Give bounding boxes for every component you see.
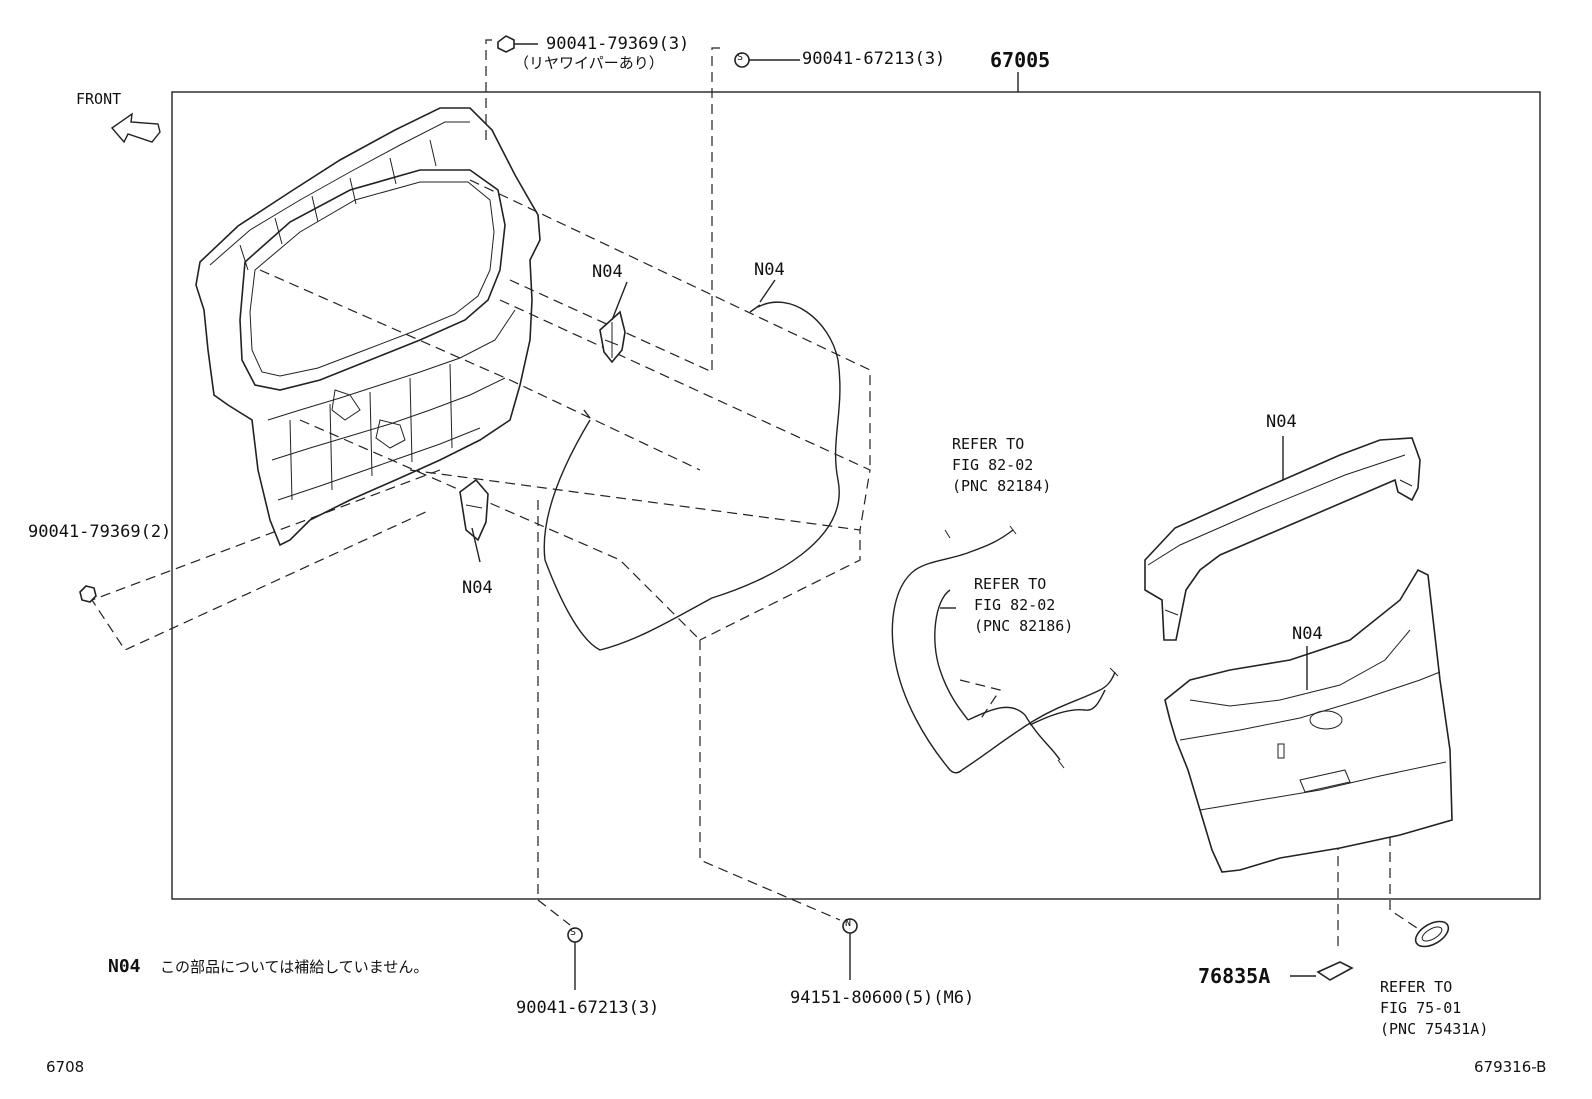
bracket-lower: [459, 478, 489, 542]
emblem: [1414, 920, 1450, 948]
front-arrow-icon: [110, 112, 161, 144]
spoiler: [1144, 437, 1421, 641]
screw-bottom-symbol: S: [570, 927, 577, 938]
screw-top-part-number[interactable]: 90041-67213(3): [802, 49, 946, 69]
bolt-top-part-number[interactable]: 90041-79369(3): [546, 34, 690, 54]
note-text: この部品については補給していません。: [160, 958, 429, 976]
nut-bottom-part-number[interactable]: 94151-80600(5)(M6): [790, 988, 975, 1008]
wire-harness: [891, 525, 1119, 774]
note-code: N04: [108, 956, 141, 977]
cable-loop: [543, 301, 841, 651]
n04-label-spoiler: N04: [1266, 412, 1297, 432]
screw-bottom-icon: [567, 927, 583, 990]
refer-75431a-line3[interactable]: (PNC 75431A): [1380, 1020, 1489, 1038]
refer-82186-line3[interactable]: (PNC 82186): [974, 617, 1074, 635]
screw-bottom-part-number[interactable]: 90041-67213(3): [516, 998, 660, 1018]
outer-door-panel: [1164, 568, 1453, 873]
refer-82184-line1[interactable]: REFER TO: [952, 435, 1025, 453]
bolt-top-note: （リヤワイパーあり）: [514, 54, 664, 72]
bolt-left-part-number[interactable]: 90041-79369(2): [28, 522, 172, 542]
refer-75431a-line1[interactable]: REFER TO: [1380, 978, 1453, 996]
inner-door-panel: [195, 107, 541, 547]
n04-label-bracket-upper: N04: [592, 262, 623, 282]
screw-top-symbol: S: [737, 52, 744, 63]
n04-label-bracket-lower: N04: [462, 578, 493, 598]
footer-right-code: 679316-B: [1474, 1058, 1547, 1076]
nut-bottom-symbol: N: [845, 918, 852, 929]
nut-bottom-icon: [842, 918, 858, 980]
refer-82184-line2[interactable]: FIG 82-02: [952, 456, 1034, 474]
bolt-left-icon: [79, 585, 97, 603]
n04-label-outer-panel: N04: [1292, 624, 1323, 644]
front-label: FRONT: [76, 90, 122, 108]
refer-82186-line1[interactable]: REFER TO: [974, 575, 1047, 593]
bolt-top-icon: [497, 35, 538, 53]
n04-label-cable: N04: [754, 260, 785, 280]
refer-75431a-line2[interactable]: FIG 75-01: [1380, 999, 1462, 1017]
garnish-76835a: [1290, 961, 1354, 981]
footer-left-code: 6708: [46, 1058, 85, 1076]
refer-82186-line2[interactable]: FIG 82-02: [974, 596, 1056, 614]
garnish-part-number[interactable]: 76835A: [1198, 964, 1271, 988]
bracket-upper: [599, 310, 626, 364]
refer-82184-line3[interactable]: (PNC 82184): [952, 477, 1052, 495]
assembly-frame: [171, 91, 1541, 900]
assembly-number: 67005: [990, 48, 1051, 72]
screw-top-icon: [734, 52, 800, 68]
